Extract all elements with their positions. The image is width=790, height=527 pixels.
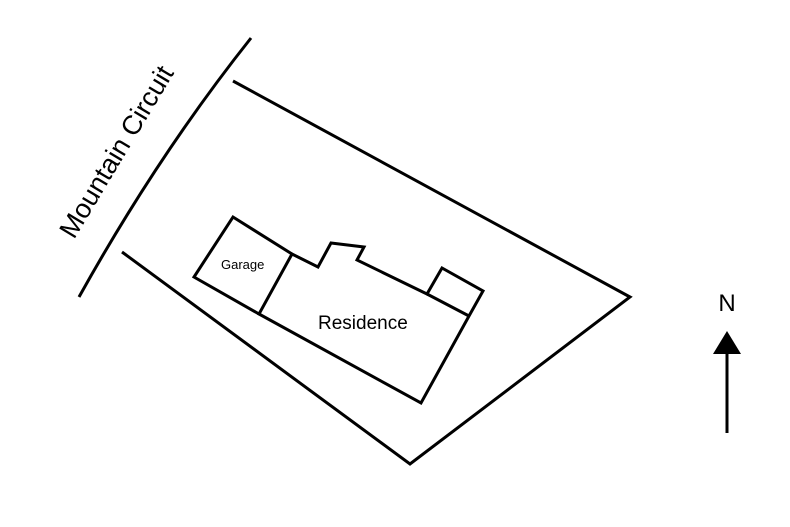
residence-outline <box>256 241 486 406</box>
north-arrow-head <box>713 331 741 354</box>
north-label: N <box>718 290 735 317</box>
street-edge-curve <box>77 37 253 298</box>
garage-outline <box>191 214 293 316</box>
property-boundary <box>121 79 633 466</box>
residence-label: Residence <box>318 313 408 334</box>
north-arrow-icon <box>713 331 741 433</box>
garage-label: Garage <box>221 257 264 272</box>
residence-annex-divider <box>426 292 470 318</box>
street-name-label: Mountain Circuit <box>53 60 179 243</box>
